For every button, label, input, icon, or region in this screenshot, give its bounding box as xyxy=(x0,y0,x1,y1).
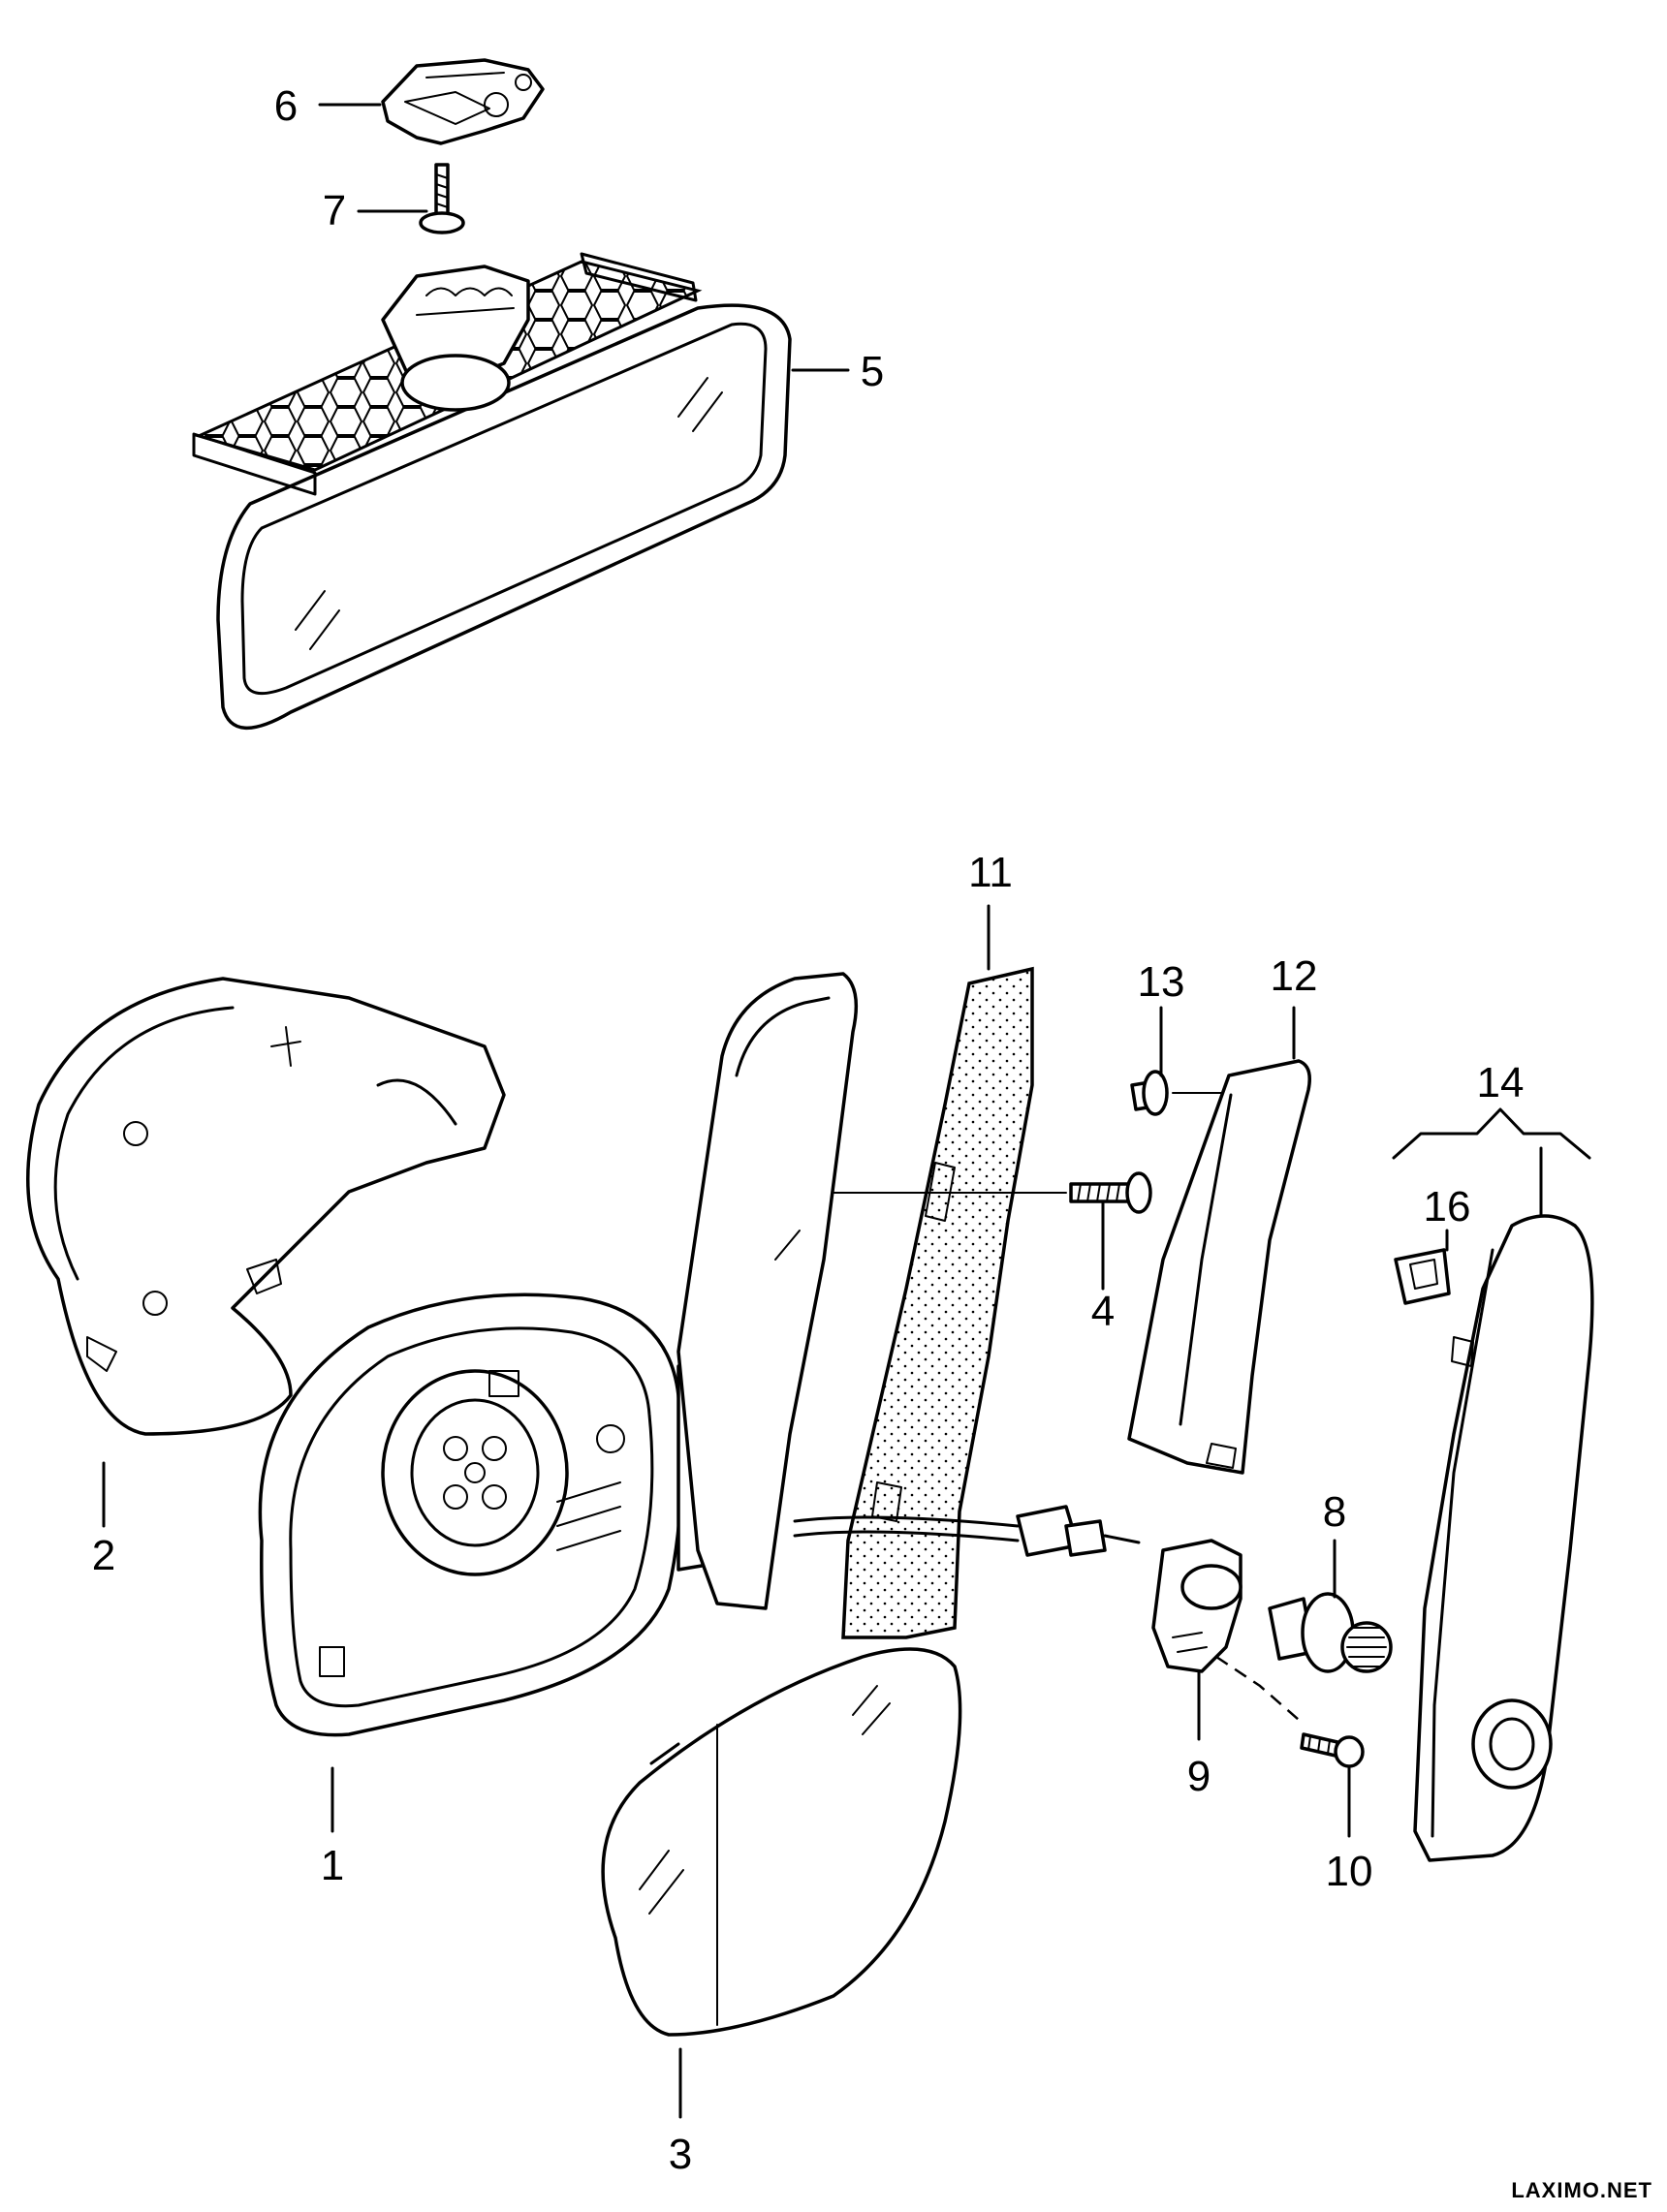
callout-5: 5 xyxy=(861,348,884,395)
callout-3: 3 xyxy=(669,2131,692,2178)
callout-14: 14 xyxy=(1477,1059,1525,1106)
callout-1: 1 xyxy=(321,1842,344,1889)
callout-6: 6 xyxy=(274,82,298,130)
part-10-screw xyxy=(1215,1655,1365,1768)
wiring-connector xyxy=(793,1505,1141,1557)
mirror-arm xyxy=(676,972,859,1610)
part-12-trim xyxy=(1127,1059,1311,1475)
part-7-screw xyxy=(419,163,465,234)
callout-10: 10 xyxy=(1326,1848,1373,1895)
callout-4: 4 xyxy=(1091,1288,1115,1335)
callout-13: 13 xyxy=(1138,958,1185,1006)
callout-2: 2 xyxy=(92,1532,115,1579)
callout-16: 16 xyxy=(1424,1183,1471,1231)
part-8-knob xyxy=(1268,1592,1393,1673)
part-14-trim-panel xyxy=(1413,1214,1594,1862)
watermark: LAXIMO.NET xyxy=(1511,2178,1652,2202)
callout-labels: 6 7 5 11 13 12 14 16 4 8 2 9 10 1 3 xyxy=(92,82,1525,2178)
part-4-screw xyxy=(833,1171,1152,1214)
callout-11: 11 xyxy=(968,849,1013,896)
callout-7: 7 xyxy=(323,187,346,234)
part-6-mount-base xyxy=(381,58,545,145)
part-9-bracket xyxy=(1151,1539,1242,1673)
callout-12: 12 xyxy=(1271,952,1318,1000)
part-3-mirror-glass xyxy=(601,1647,962,2037)
part-16-clip xyxy=(1394,1248,1451,1305)
part-13-clip xyxy=(1130,1070,1261,1116)
part-2-mirror-cap xyxy=(26,977,506,1436)
part-11-gasket xyxy=(841,966,1034,1639)
callout-8: 8 xyxy=(1323,1488,1346,1536)
leader-lines xyxy=(102,103,1591,2119)
callout-9: 9 xyxy=(1187,1753,1211,1800)
part-5-interior-mirror xyxy=(192,252,792,730)
